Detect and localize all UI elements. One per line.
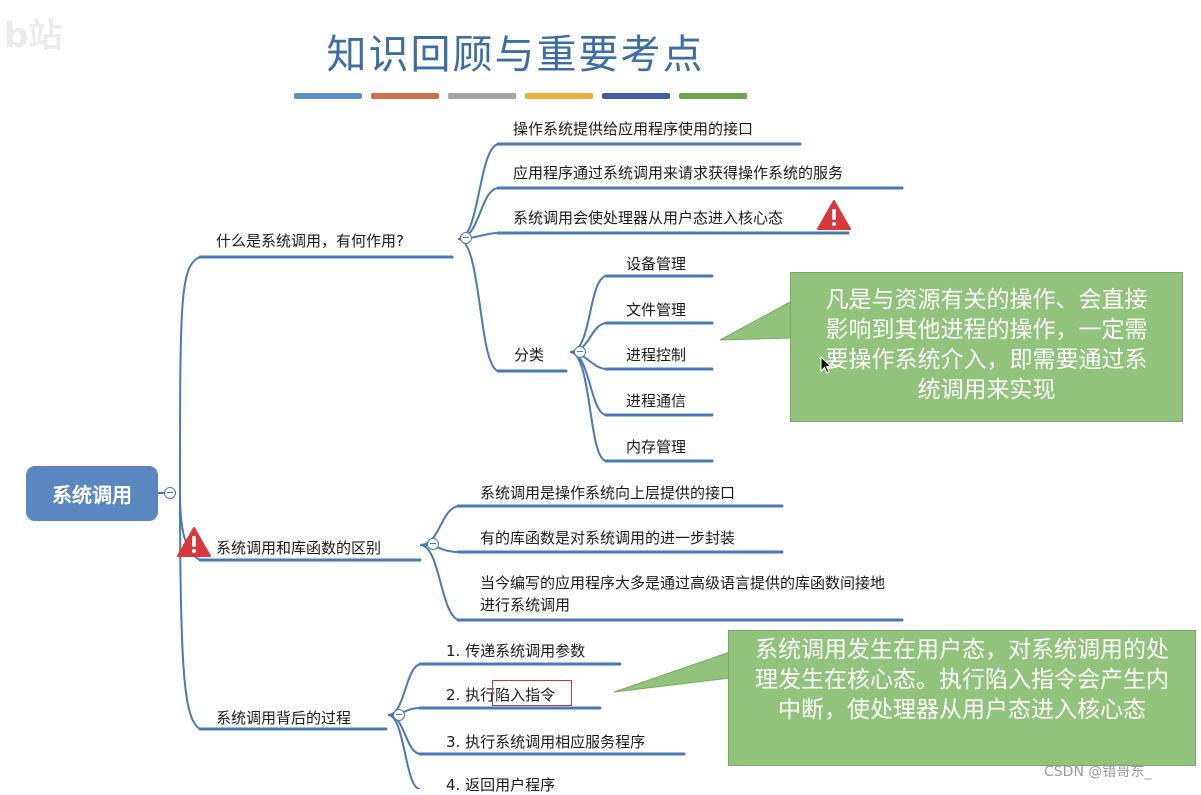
corner-logo: b站	[4, 16, 63, 56]
category-collapse-icon[interactable]	[574, 346, 586, 358]
branch-what-is-syscall-collapse-icon[interactable]	[460, 232, 472, 244]
branch3-step-4[interactable]: 4. 返回用户程序	[446, 776, 556, 794]
branch2-item-1[interactable]: 系统调用是操作系统向上层提供的接口	[480, 484, 736, 502]
mouse-cursor-icon	[820, 356, 832, 374]
color-bar-yellow	[525, 93, 593, 99]
branch3-step-3[interactable]: 3. 执行系统调用相应服务程序	[446, 733, 646, 751]
trap-instruction-highlight	[492, 680, 572, 706]
branch1-item-1[interactable]: 操作系统提供给应用程序使用的接口	[513, 120, 754, 138]
color-bar-green	[679, 93, 747, 99]
branch1-item-2[interactable]: 应用程序通过系统调用来请求获得操作系统的服务	[513, 164, 844, 182]
root-node[interactable]: 系统调用	[26, 466, 158, 521]
callout1-tail	[719, 301, 791, 341]
color-bar-orange	[371, 93, 439, 99]
watermark: CSDN @错哥东_	[1044, 764, 1152, 780]
branch3-step-2[interactable]: 2. 执行陷入指令	[446, 686, 556, 704]
callout-user-kernel-mode: 系统调用发生在用户态，对系统调用的处理发生在核心态。执行陷入指令会产生内中断，使…	[728, 630, 1196, 766]
callout2-tail	[613, 651, 731, 693]
branch-syscall-process[interactable]: 系统调用背后的过程	[216, 709, 352, 727]
branch-syscall-vs-library-collapse-icon[interactable]	[427, 538, 439, 550]
warning-icon	[817, 200, 851, 230]
branch1-item-3[interactable]: 系统调用会使处理器从用户态进入核心态	[513, 209, 784, 227]
branch-syscall-process-collapse-icon[interactable]	[393, 709, 405, 721]
root-label: 系统调用	[52, 483, 132, 507]
color-bar-navy	[602, 93, 670, 99]
category-item-device[interactable]: 设备管理	[626, 255, 687, 273]
branch2-item-2[interactable]: 有的库函数是对系统调用的进一步封装	[480, 529, 736, 547]
category-item-process-control[interactable]: 进程控制	[626, 346, 687, 364]
category-item-file[interactable]: 文件管理	[626, 301, 687, 319]
callout-resource-ops: 凡是与资源有关的操作、会直接影响到其他进程的操作，一定需要操作系统介入，即需要通…	[790, 272, 1183, 422]
category-node[interactable]: 分类	[514, 346, 545, 364]
branch3-step-1[interactable]: 1. 传递系统调用参数	[446, 642, 586, 660]
warning-icon	[177, 527, 211, 557]
category-item-memory[interactable]: 内存管理	[626, 438, 687, 456]
color-bar-blue	[294, 93, 362, 99]
branch2-item-3[interactable]: 当今编写的应用程序大多是通过高级语言提供的库函数间接地进行系统调用	[480, 574, 886, 614]
root-collapse-icon[interactable]	[164, 487, 176, 499]
branch-what-is-syscall[interactable]: 什么是系统调用，有何作用?	[216, 232, 404, 250]
color-bar-gray	[448, 93, 516, 99]
page-title: 知识回顾与重要考点	[326, 32, 705, 78]
branch-syscall-vs-library[interactable]: 系统调用和库函数的区别	[216, 539, 382, 557]
category-item-ipc[interactable]: 进程通信	[626, 392, 687, 410]
